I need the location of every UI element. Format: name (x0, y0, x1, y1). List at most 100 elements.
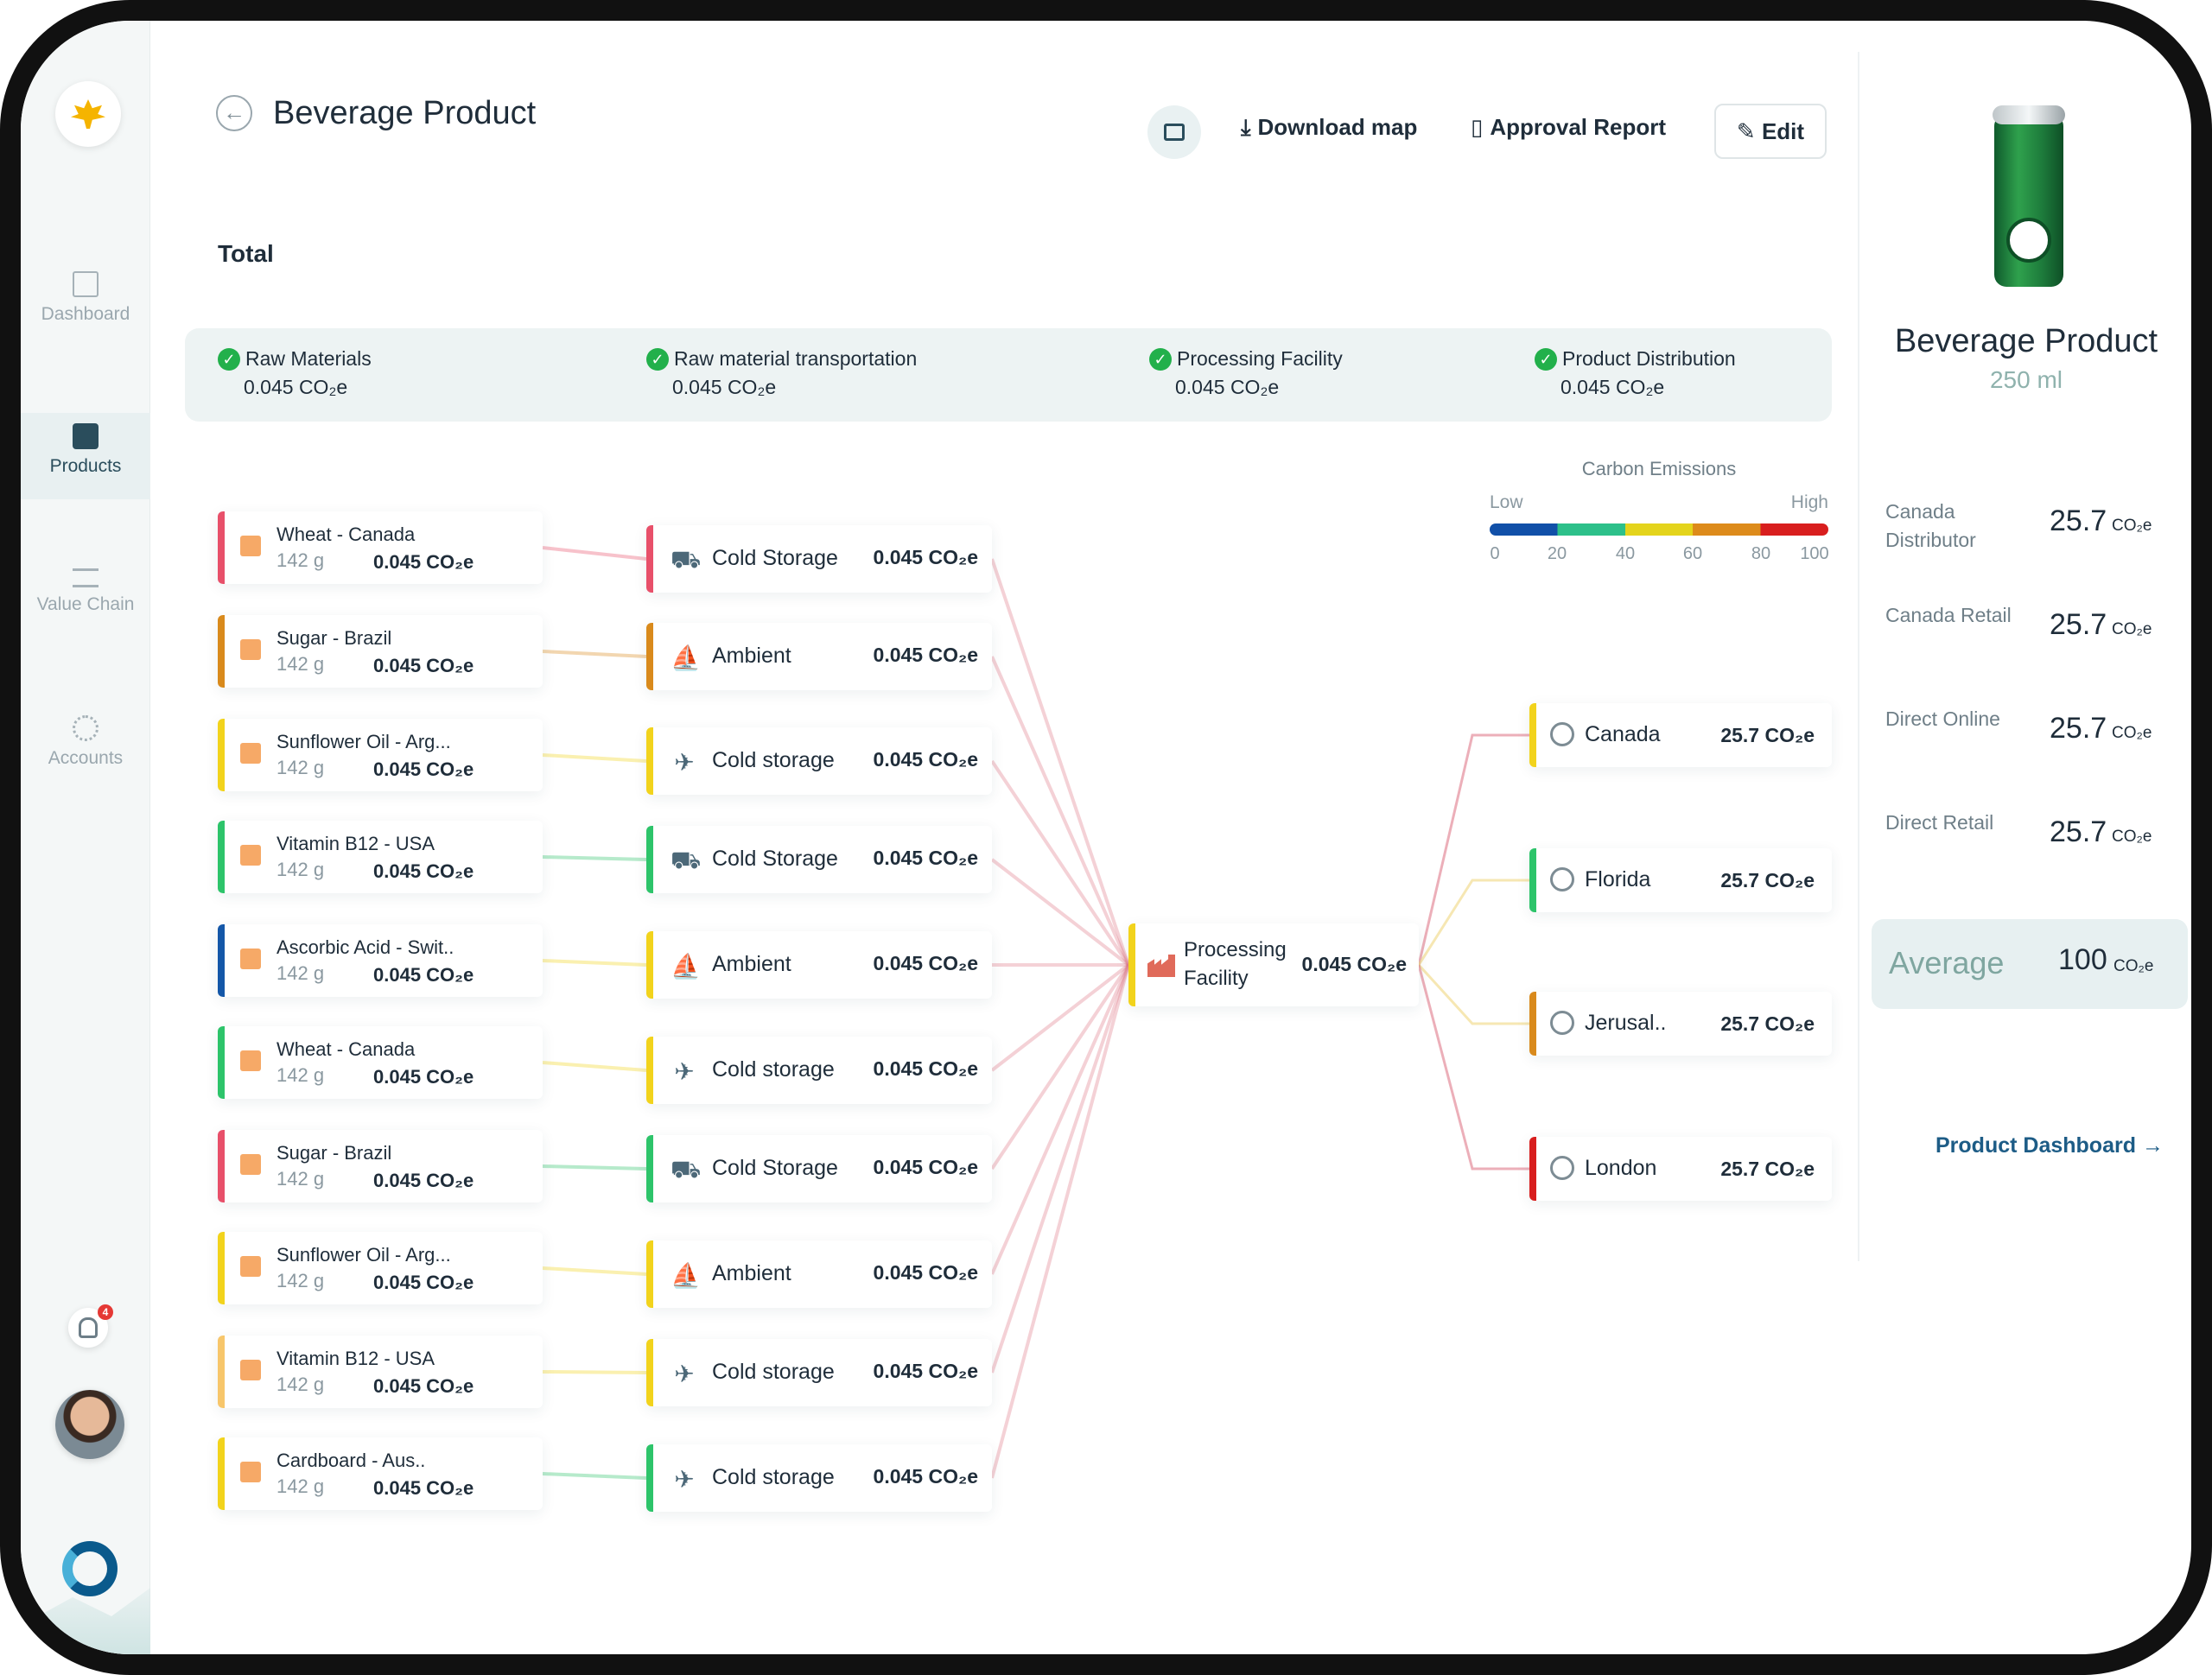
comments-button[interactable] (1147, 105, 1201, 159)
emission-stripe (218, 719, 225, 791)
emission-stripe (646, 931, 653, 999)
back-button[interactable]: ← (216, 95, 252, 131)
ship-icon: ⛵ (671, 1262, 701, 1289)
plane-icon: ✈ (674, 1058, 695, 1085)
sidebar-item-products[interactable]: Products (21, 413, 150, 499)
download-map-button[interactable]: ⤓Download map (1241, 114, 1417, 142)
document-icon: ▯ (1471, 114, 1484, 140)
product-can-image (1993, 105, 2065, 287)
material-name: Ascorbic Acid - Swit.. (276, 936, 454, 958)
legend-ticks: 0 20 40 60 80 100 (1490, 544, 1828, 567)
arrow-left-icon: ← (223, 99, 245, 125)
box-icon (240, 1256, 261, 1277)
sidebar-item-value-chain[interactable]: Value Chain (21, 568, 150, 615)
channel-value: 25.7 (2050, 712, 2107, 745)
flow-connectors (542, 546, 1529, 1480)
sidebar-item-accounts[interactable]: Accounts (21, 715, 150, 769)
product-dashboard-link[interactable]: Product Dashboard → (1936, 1133, 2164, 1158)
channel-unit: CO₂e (2112, 517, 2152, 535)
avatar[interactable] (55, 1390, 124, 1459)
emission-stripe (1529, 703, 1536, 767)
approval-report-button[interactable]: ▯Approval Report (1471, 114, 1666, 141)
notifications-button[interactable]: 4 (68, 1304, 113, 1348)
channel-unit: CO₂e (2112, 828, 2152, 846)
transport-processing-connector (990, 656, 1130, 966)
stage-value: 0.045 CO₂e (1560, 376, 1665, 398)
transport-value: 0.045 CO₂e (873, 1360, 978, 1382)
can-gauge (2006, 218, 2051, 263)
material-value: 0.045 CO₂e (373, 1066, 474, 1088)
box-icon (240, 1050, 261, 1071)
emission-stripe (218, 1130, 225, 1202)
company-logo[interactable] (55, 81, 121, 147)
stage-raw-material-transportation[interactable]: ✓Raw material transportation 0.045 CO₂e (646, 347, 917, 399)
material-value: 0.045 CO₂e (373, 1170, 474, 1191)
transport-value: 0.045 CO₂e (873, 847, 978, 869)
truck-icon: ⛟ (671, 1156, 702, 1183)
sidebar-item-label: Dashboard (41, 304, 130, 324)
pencil-icon: ✎ (1736, 118, 1756, 144)
destination-name: Florida (1585, 867, 1651, 891)
material-value: 0.045 CO₂e (373, 758, 474, 780)
destination-name: London (1585, 1156, 1657, 1180)
layout-icon (73, 271, 99, 297)
stage-raw-materials[interactable]: ✓Raw Materials 0.045 CO₂e (218, 347, 372, 399)
satellite-icon (1550, 1156, 1574, 1180)
emission-stripe (218, 924, 225, 997)
box-icon (240, 536, 261, 556)
arrow-right-icon: → (2141, 1133, 2164, 1158)
material-value: 0.045 CO₂e (373, 964, 474, 986)
sidebar-item-label: Accounts (48, 748, 124, 768)
stage-product-distribution[interactable]: ✓Product Distribution 0.045 CO₂e (1535, 347, 1736, 399)
legend-low-label: Low (1490, 492, 1523, 512)
transport-processing-connector (990, 963, 1130, 1072)
total-label: Total (218, 240, 274, 267)
sidebar-item-dashboard[interactable]: Dashboard (21, 271, 150, 325)
page-title: Beverage Product (273, 95, 537, 131)
emission-stripe (218, 1437, 225, 1510)
processing-facility-node[interactable]: Processing Facility 0.045 CO₂e (1128, 923, 1419, 1006)
processing-value: 0.045 CO₂e (1301, 953, 1407, 975)
box-icon (240, 743, 261, 764)
destination-value: 25.7 CO₂e (1720, 869, 1815, 891)
carbon-emissions-legend: Carbon Emissions Low High 0 20 40 60 80 … (1490, 458, 1829, 563)
satellite-icon (1550, 867, 1574, 891)
check-circle-icon: ✓ (218, 347, 240, 371)
material-transport-connector (542, 1266, 647, 1276)
material-transport-connector (542, 855, 647, 861)
emission-stripe (646, 1037, 653, 1104)
destination-name: Canada (1585, 722, 1661, 746)
transport-value: 0.045 CO₂e (873, 644, 978, 666)
emission-stripe (218, 615, 225, 688)
legend-tick: 40 (1615, 544, 1636, 563)
edit-button[interactable]: ✎ Edit (1714, 104, 1827, 159)
transport-name: Cold storage (712, 748, 835, 772)
stage-processing-facility[interactable]: ✓Processing Facility 0.045 CO₂e (1149, 347, 1343, 399)
destination-node[interactable]: Florida 25.7 CO₂e (1529, 848, 1832, 912)
material-transport-connector (542, 546, 647, 561)
material-weight: 142 g (276, 1374, 325, 1395)
destination-node[interactable]: Jerusal..25.7 CO₂e (1529, 992, 1832, 1056)
